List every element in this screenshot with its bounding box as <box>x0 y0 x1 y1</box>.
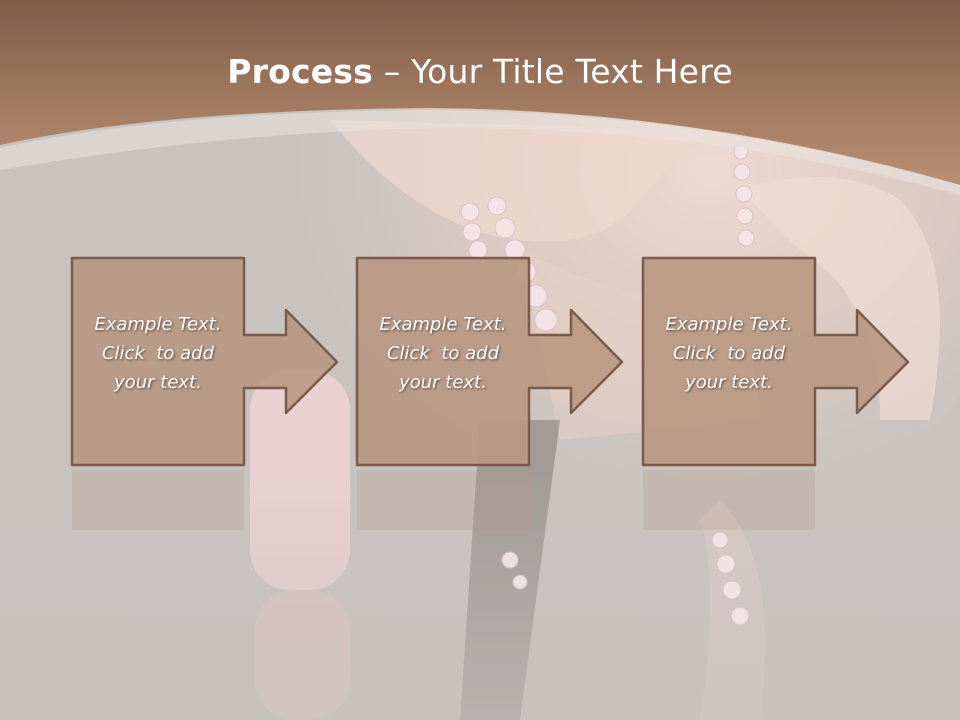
header-arc-highlight <box>0 110 960 195</box>
step-1-line-2: Click to add <box>101 343 214 364</box>
step-3-line-2: Click to add <box>672 343 785 364</box>
header-band <box>0 0 960 185</box>
step-1-line-1: Example Text. <box>94 314 222 335</box>
slide-title[interactable]: Process – Your Title Text Here <box>0 52 960 91</box>
step-1-line-3: your text. <box>114 372 202 393</box>
step-2-line-3: your text. <box>399 372 487 393</box>
title-bold: Process <box>227 52 373 91</box>
step-3-line-3: your text. <box>685 372 773 393</box>
step-1-text[interactable]: Example Text. Click to add your text. <box>72 310 244 397</box>
step-3-text[interactable]: Example Text. Click to add your text. <box>643 310 815 397</box>
step-3-line-1: Example Text. <box>665 314 793 335</box>
title-dash: – <box>373 52 412 91</box>
step-1-shape[interactable] <box>70 256 339 467</box>
step-2-line-2: Click to add <box>386 343 499 364</box>
step-3-shape[interactable] <box>641 256 910 467</box>
title-rest: Your Title Text Here <box>411 52 733 91</box>
step-2-line-1: Example Text. <box>379 314 507 335</box>
step-2-text[interactable]: Example Text. Click to add your text. <box>357 310 529 397</box>
step-reflections <box>72 470 815 530</box>
step-2-shape[interactable] <box>355 256 624 467</box>
pearl-necklace <box>460 144 755 626</box>
